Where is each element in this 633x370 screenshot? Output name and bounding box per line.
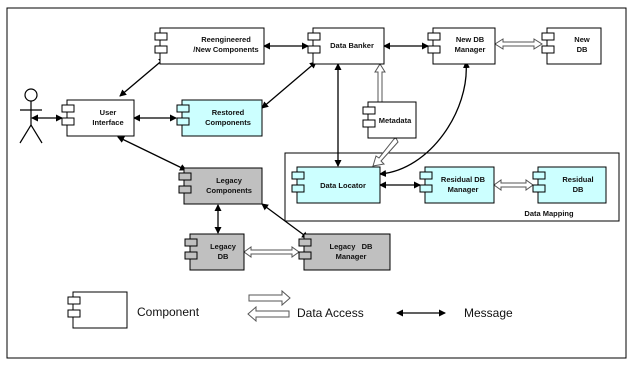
component-data-locator[interactable]: Data Locator [291, 166, 381, 204]
data-mapping-label: Data Mapping [524, 209, 574, 218]
stick-figure-user-icon [19, 88, 43, 144]
access-metadata-locator [372, 137, 399, 167]
metadata-label: Metadata [379, 116, 412, 125]
component-restored[interactable]: Restored Components [176, 99, 263, 137]
legend-message-label: Message [464, 306, 513, 320]
user-interface-label-line2: Interface [92, 118, 123, 127]
access-metadata-databanker [374, 63, 386, 103]
data-locator-label: Data Locator [320, 181, 366, 190]
message-arrows [31, 42, 470, 239]
new-db-label-line1: New [574, 35, 590, 44]
access-legacydb-legacydbmgr [243, 246, 300, 258]
component-legacy-db-manager[interactable]: Legacy DB Manager [298, 233, 391, 271]
residual-db-manager-label-line2: Manager [448, 185, 479, 194]
legacy-db-label-line1: Legacy [210, 242, 237, 251]
component-metadata[interactable]: Metadata [362, 101, 417, 139]
component-residual-db-manager[interactable]: Residual DB Manager [419, 166, 495, 204]
component-residual-db[interactable]: Residual DB [532, 166, 607, 204]
new-db-label-line2: DB [577, 45, 588, 54]
reengineered-label-line1: Reengineered [201, 35, 251, 44]
legend: Component Data Access Message [67, 289, 513, 329]
msg-ui-legacy [117, 136, 187, 171]
component-user-interface[interactable]: User Interface [61, 99, 135, 137]
data-banker-label: Data Banker [330, 41, 374, 50]
restored-label-line1: Restored [212, 108, 245, 117]
component-legacy-db[interactable]: Legacy DB [184, 233, 245, 271]
legacy-db-manager-label-line1: Legacy DB [330, 242, 374, 251]
legacy-db-label-line2: DB [218, 252, 229, 261]
restored-label-line2: Components [205, 118, 251, 127]
component-new-db-manager[interactable]: New DB Manager [427, 27, 496, 65]
msg-restored-databanker [261, 61, 317, 109]
new-db-manager-label-line1: New DB [456, 35, 485, 44]
access-residualmgr-residualdb [493, 179, 534, 191]
residual-db-manager-label-line1: Residual DB [441, 175, 486, 184]
legacy-components-label-line2: Components [206, 186, 252, 195]
legacy-components-label-line1: Legacy [216, 176, 243, 185]
reengineered-label-line2: /New Components [193, 45, 258, 54]
residual-db-label-line2: DB [573, 185, 584, 194]
outer-frame [6, 7, 627, 359]
component-reengineered[interactable]: Reengineered /New Components [154, 27, 265, 65]
component-legacy[interactable]: Legacy Components [178, 167, 263, 205]
component-data-banker[interactable]: Data Banker [307, 27, 385, 65]
access-newdbmgr-newdb [494, 38, 543, 50]
msg-locator-newdbmgr [379, 61, 470, 178]
legend-component-icon [67, 291, 128, 329]
new-db-manager-label-line2: Manager [455, 45, 486, 54]
legend-data-access-icon [247, 289, 291, 323]
component-new-db[interactable]: New DB [541, 27, 602, 65]
legacy-db-manager-label-line2: Manager [336, 252, 367, 261]
msg-legacy-legacydbmgr [261, 203, 309, 239]
residual-db-label-line1: Residual [562, 175, 593, 184]
legend-component-label: Component [137, 305, 200, 319]
legend-data-access-label: Data Access [297, 306, 364, 320]
user-interface-label-line1: User [100, 108, 117, 117]
msg-ui-reengineered [119, 57, 166, 97]
